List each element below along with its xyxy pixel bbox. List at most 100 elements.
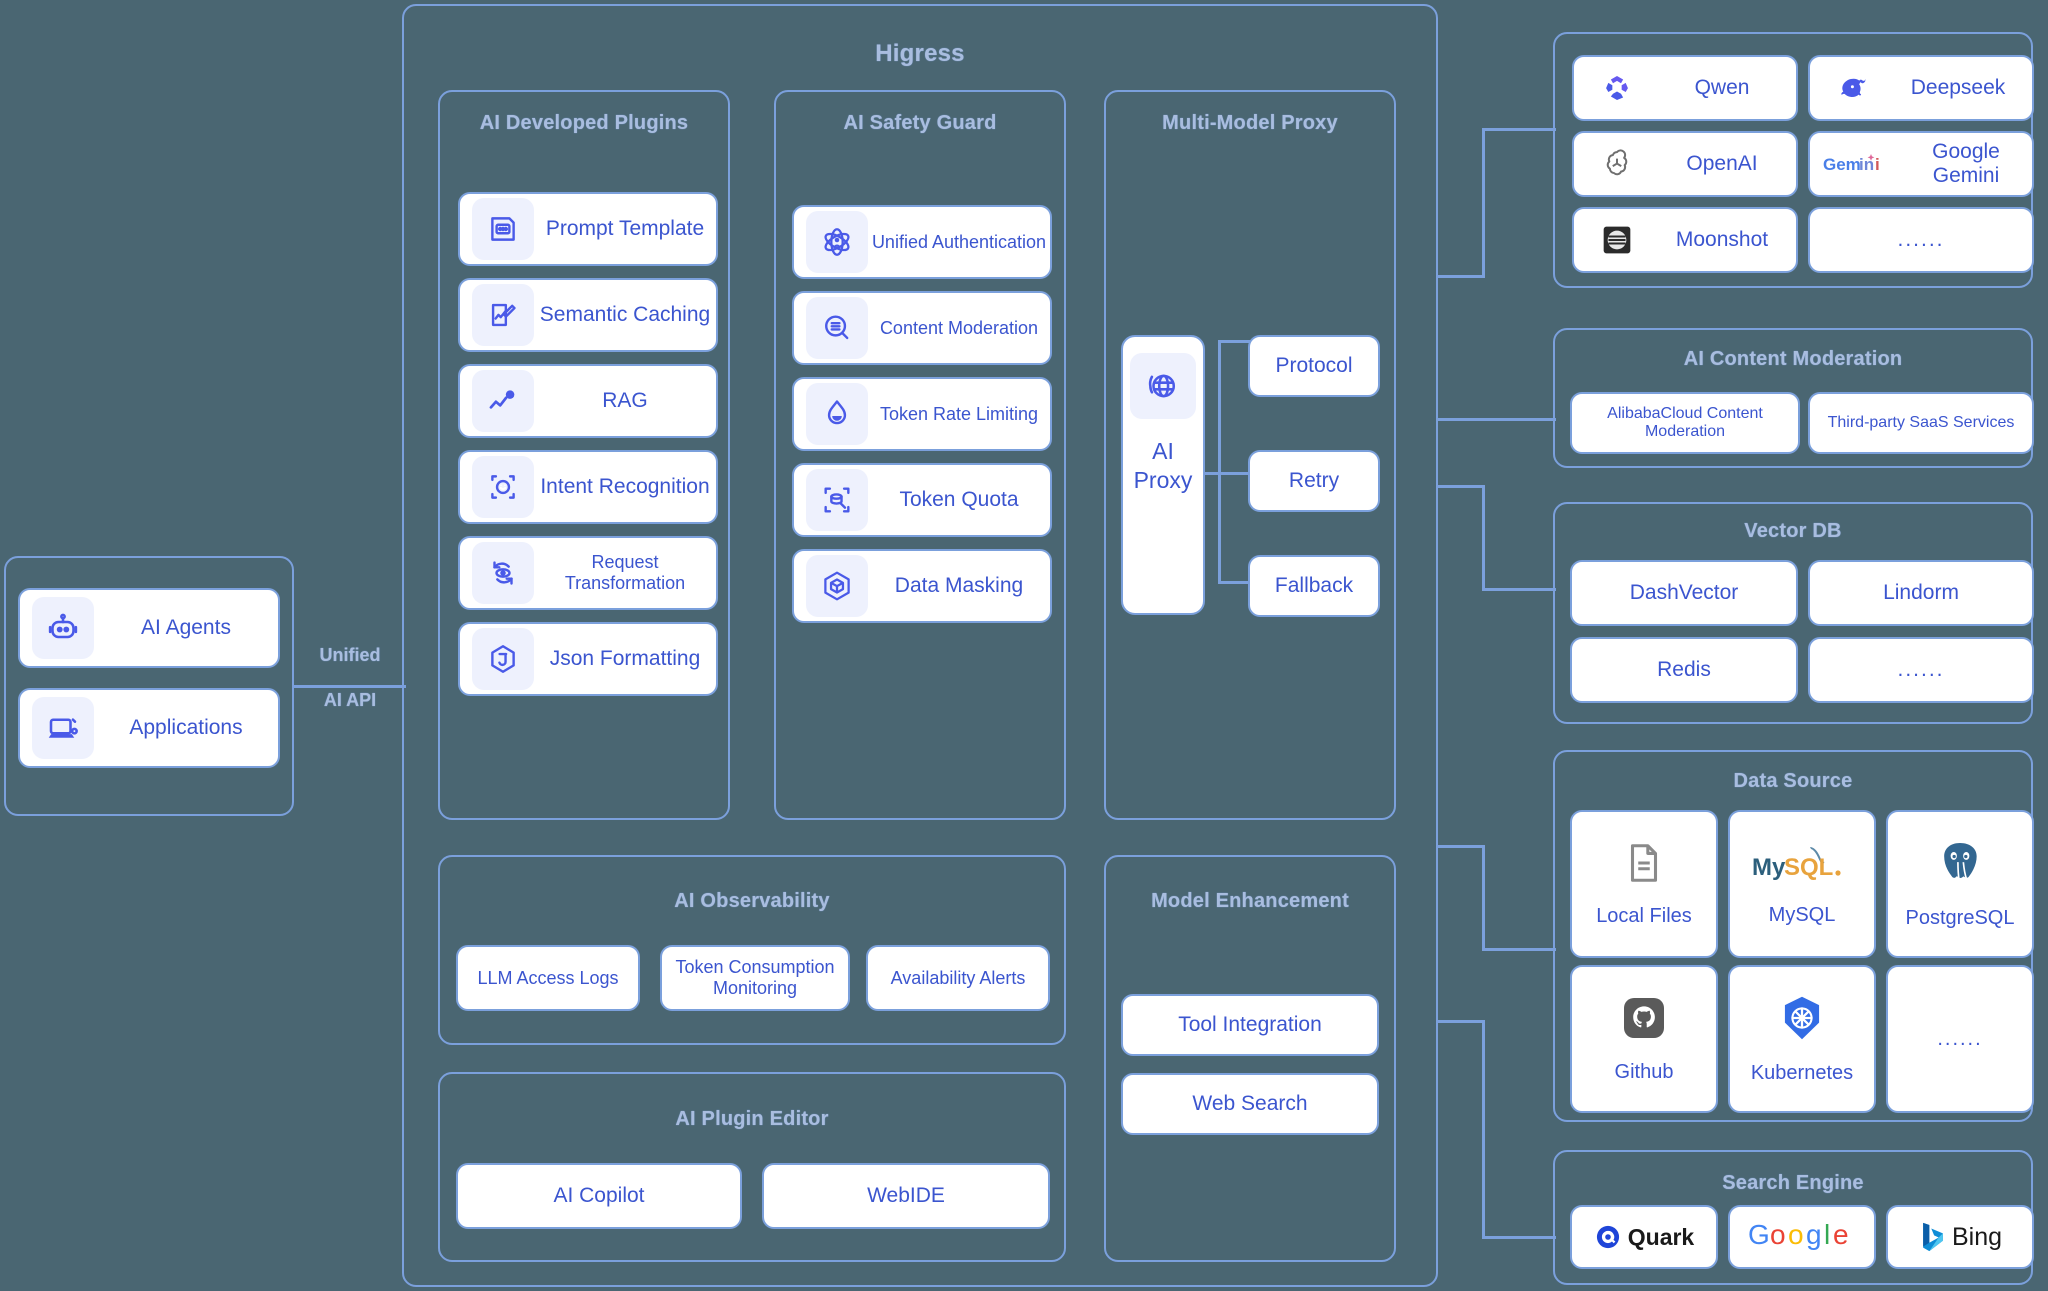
- editor-label: AI Copilot: [553, 1183, 645, 1207]
- data-source-title: Data Source: [1733, 770, 1853, 792]
- vector-db-card-redis[interactable]: Redis: [1570, 637, 1798, 703]
- safety-label: Token Rate Limiting: [879, 403, 1039, 424]
- conn-search-h1: [1438, 1020, 1484, 1023]
- editor-card-ai-copilot[interactable]: AI Copilot: [456, 1163, 742, 1229]
- higress-panel: [402, 4, 1438, 1287]
- data-source-label: Local Files: [1596, 905, 1692, 927]
- gemini-logo: Gem in i: [1822, 133, 1900, 195]
- plugin-card[interactable]: Prompt Template: [458, 192, 718, 266]
- qwen-logo: [1586, 57, 1648, 119]
- llm-provider-card-moonshot[interactable]: Moonshot: [1572, 207, 1798, 273]
- multi-model-proxy-title: Multi-Model Proxy: [1162, 112, 1338, 134]
- llm-provider-card-openai[interactable]: OpenAI: [1572, 131, 1798, 197]
- moderation-card-alibabacloud[interactable]: AlibabaCloud Content Moderation: [1570, 392, 1800, 454]
- observability-label: Availability Alerts: [890, 967, 1026, 988]
- svg-text:i: i: [1875, 155, 1880, 174]
- safety-card[interactable]: Unified Authentication: [792, 205, 1052, 279]
- higress-title: Higress: [875, 40, 965, 67]
- proxy-branch-protocol-line: [1218, 340, 1250, 343]
- llm-provider-card-more[interactable]: ......: [1808, 207, 2034, 273]
- connector-label-2: AI API: [300, 690, 400, 711]
- bing-logo: Bing: [1918, 1221, 2002, 1253]
- search-engine-card-bing[interactable]: Bing: [1886, 1205, 2034, 1269]
- observability-label: LLM Access Logs: [477, 967, 619, 988]
- hexagon-cube-icon: [806, 555, 868, 617]
- plugin-card[interactable]: Json Formatting: [458, 622, 718, 696]
- ai-proxy-label: AI Proxy: [1134, 437, 1193, 495]
- search-engine-card-google[interactable]: G o o g l e: [1728, 1205, 1876, 1269]
- llm-provider-label: OpenAI: [1686, 151, 1758, 175]
- search-engine-card-quark[interactable]: Quark: [1570, 1205, 1718, 1269]
- enhancement-label: Web Search: [1192, 1091, 1308, 1115]
- safety-card[interactable]: Data Masking: [792, 549, 1052, 623]
- safety-card[interactable]: Token Quota: [792, 463, 1052, 537]
- plugin-label: Prompt Template: [545, 216, 705, 240]
- plugin-label: Intent Recognition: [540, 474, 710, 498]
- data-source-tile-more[interactable]: ......: [1886, 965, 2034, 1113]
- data-source-tile-postgresql[interactable]: PostgreSQL: [1886, 810, 2034, 958]
- request-transformation-icon: [472, 542, 534, 604]
- plugin-label: RAG: [602, 388, 648, 412]
- deepseek-logo: [1822, 57, 1884, 119]
- vector-db-card-more[interactable]: ......: [1808, 637, 2034, 703]
- proxy-branch-fallback[interactable]: Fallback: [1248, 555, 1380, 617]
- data-source-tile-local-files[interactable]: Local Files: [1570, 810, 1718, 958]
- ai-proxy-node[interactable]: AI Proxy: [1121, 335, 1205, 615]
- data-source-tile-github[interactable]: Github: [1570, 965, 1718, 1113]
- plugin-card[interactable]: RAG: [458, 364, 718, 438]
- plugin-card[interactable]: Intent Recognition: [458, 450, 718, 524]
- observability-card[interactable]: Availability Alerts: [866, 945, 1050, 1011]
- client-label: Applications: [129, 715, 243, 739]
- client-card-ai-agents[interactable]: AI Agents: [18, 588, 280, 668]
- ai-safety-guard-panel: [774, 90, 1066, 820]
- plugin-card[interactable]: Semantic Caching: [458, 278, 718, 352]
- search-engine-label: Quark: [1627, 1223, 1695, 1250]
- svg-text:My: My: [1752, 854, 1786, 881]
- moonshot-logo: [1586, 209, 1648, 271]
- editor-label: WebIDE: [867, 1183, 945, 1207]
- prompt-template-icon: [472, 198, 534, 260]
- data-source-label: Kubernetes: [1750, 1062, 1854, 1084]
- conn-vector-v: [1482, 485, 1485, 590]
- vector-db-card-lindorm[interactable]: Lindorm: [1808, 560, 2034, 626]
- svg-text:g: g: [1806, 1219, 1822, 1250]
- plugin-card[interactable]: Request Transformation: [458, 536, 718, 610]
- data-source-tile-kubernetes[interactable]: Kubernetes: [1728, 965, 1876, 1113]
- llm-provider-card-qwen[interactable]: Qwen: [1572, 55, 1798, 121]
- llm-provider-card-gemini[interactable]: Gem in i Google Gemini: [1808, 131, 2034, 197]
- moderation-label: Third-party SaaS Services: [1827, 413, 2015, 431]
- ai-developed-plugins-panel: [438, 90, 730, 820]
- data-source-tile-mysql[interactable]: My SQL MySQL: [1728, 810, 1876, 958]
- proxy-branch-protocol[interactable]: Protocol: [1248, 335, 1380, 397]
- enhancement-card-web-search[interactable]: Web Search: [1121, 1073, 1379, 1135]
- llm-provider-card-deepseek[interactable]: Deepseek: [1808, 55, 2034, 121]
- intent-recognition-icon: [472, 456, 534, 518]
- client-card-applications[interactable]: Applications: [18, 688, 280, 768]
- conn-datasource-h1: [1438, 845, 1484, 848]
- proxy-branch-retry[interactable]: Retry: [1248, 450, 1380, 512]
- vector-db-card-dashvector[interactable]: DashVector: [1570, 560, 1798, 626]
- file-icon: [1621, 840, 1667, 891]
- conn-datasource-h2: [1482, 948, 1556, 951]
- observability-card[interactable]: LLM Access Logs: [456, 945, 640, 1011]
- clients-panel: [4, 556, 294, 816]
- safety-card[interactable]: Token Rate Limiting: [792, 377, 1052, 451]
- svg-text:l: l: [1824, 1219, 1830, 1250]
- enhancement-card-tool-integration[interactable]: Tool Integration: [1121, 994, 1379, 1056]
- moderation-card-thirdparty[interactable]: Third-party SaaS Services: [1808, 392, 2034, 454]
- github-logo: [1620, 994, 1668, 1047]
- safety-card[interactable]: Content Moderation: [792, 291, 1052, 365]
- ai-safety-guard-title: AI Safety Guard: [843, 112, 997, 134]
- conn-llm-v: [1482, 128, 1485, 278]
- safety-label: Data Masking: [894, 573, 1024, 597]
- connector-clients-to-higress: [294, 685, 406, 688]
- data-source-label: MySQL: [1768, 904, 1836, 926]
- editor-card-webide[interactable]: WebIDE: [762, 1163, 1050, 1229]
- llm-provider-label: ......: [1897, 227, 1945, 251]
- search-engine-label: Bing: [1951, 1222, 2003, 1251]
- svg-text:o: o: [1788, 1219, 1804, 1250]
- quark-logo: Quark: [1594, 1223, 1694, 1251]
- proxy-branch-retry-line: [1218, 472, 1250, 475]
- observability-card[interactable]: Token Consumption Monitoring: [660, 945, 850, 1011]
